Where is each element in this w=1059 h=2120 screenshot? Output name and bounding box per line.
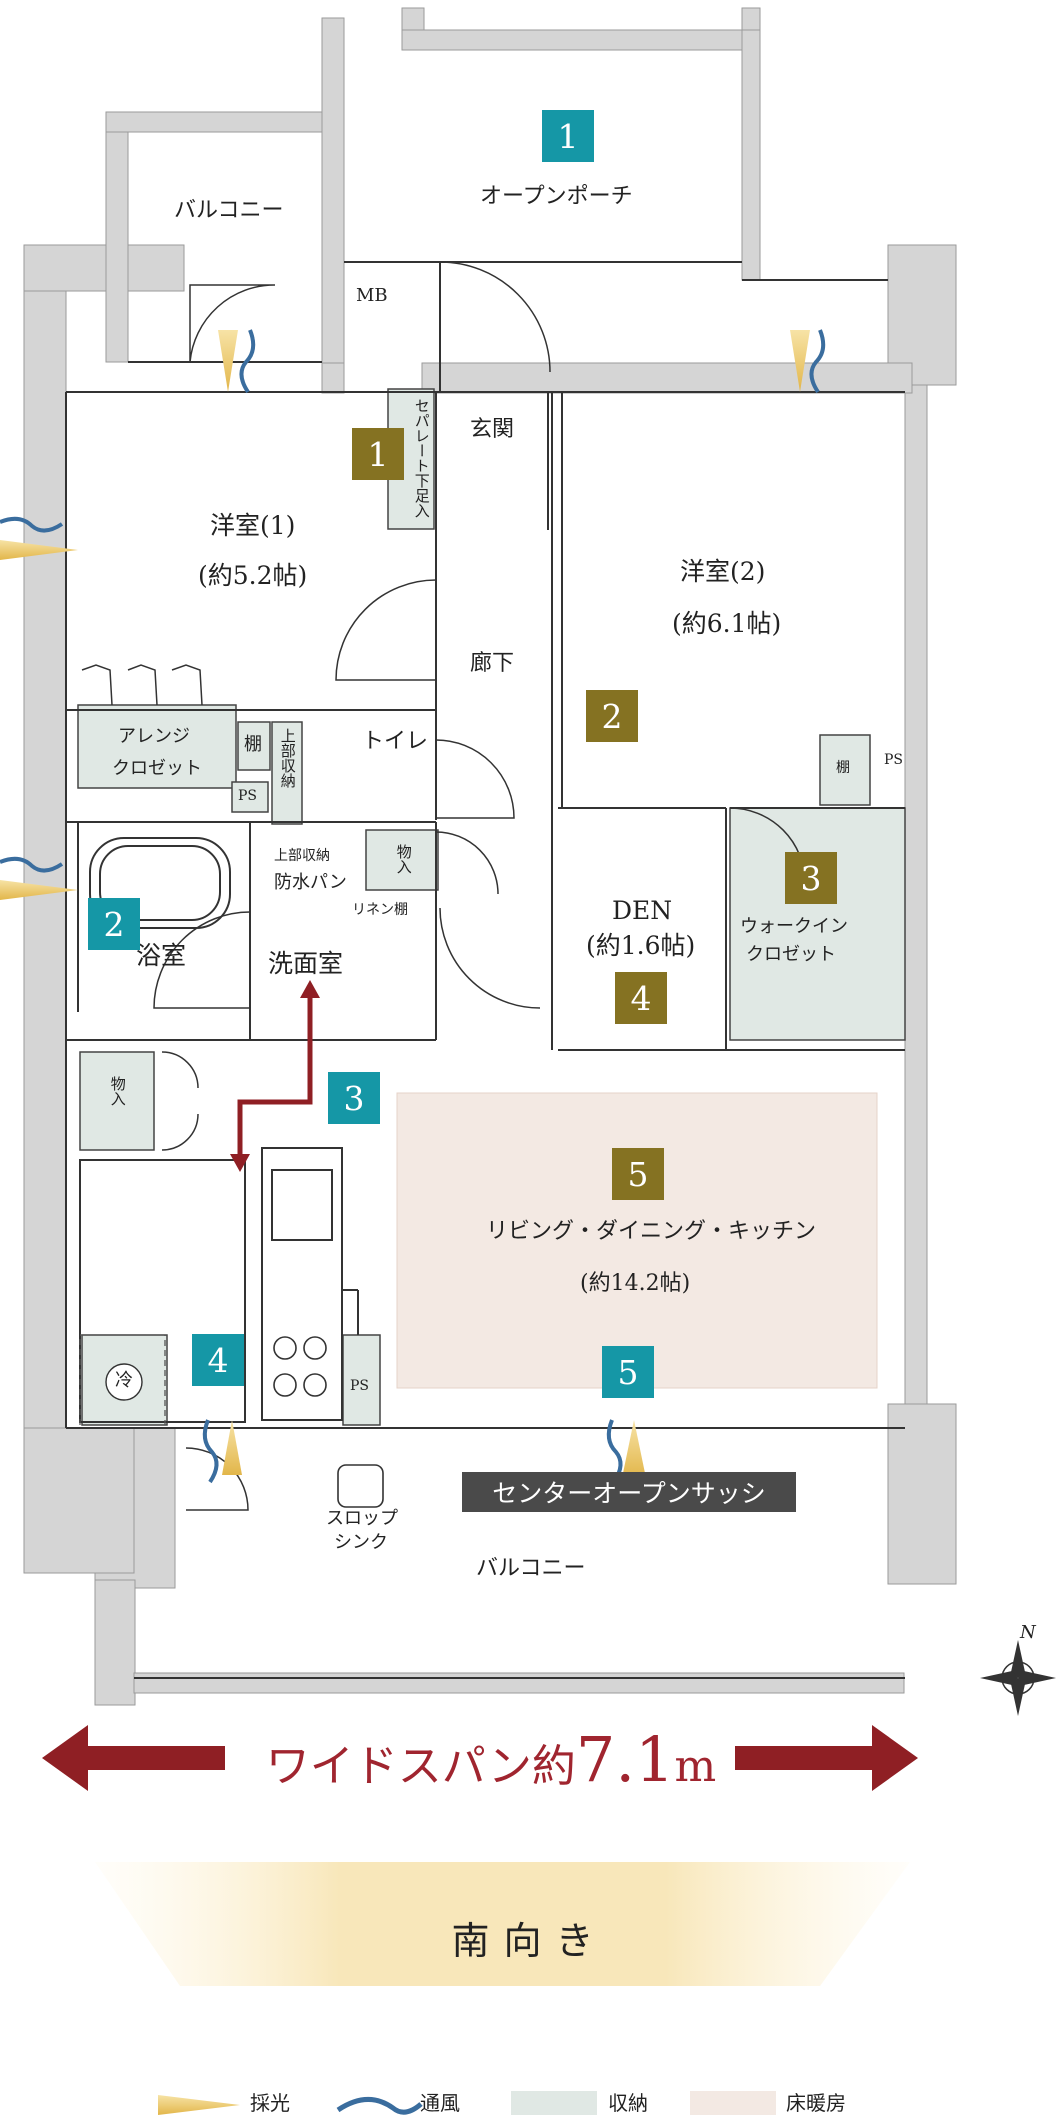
entrance-label: 玄関	[470, 417, 515, 442]
linen-shelf-label: リネン棚	[352, 902, 408, 918]
ldk-size: (約14.2帖)	[580, 1271, 691, 1296]
badge-teal-4: 4	[192, 1334, 244, 1386]
wide-span-prefix: ワイドスパン約	[265, 1741, 576, 1792]
storage-label-2: 物入	[108, 1076, 127, 1106]
fridge-circle	[105, 1363, 143, 1401]
ldk-name: リビング・ダイニング・キッチン	[486, 1219, 817, 1244]
toilet-label: トイレ	[362, 729, 429, 754]
badge-teal-3: 3	[328, 1072, 380, 1124]
mb-label: MB	[356, 285, 388, 306]
shelf-label-2: 棚	[836, 760, 850, 776]
bath-label: 浴室	[136, 941, 187, 970]
storage-label-1: 物入	[394, 844, 413, 874]
western-room-1-size: (約5.2帖)	[198, 561, 308, 590]
upper-storage-label: 上部収納	[278, 728, 297, 788]
legend-daylight: 採光	[250, 2091, 290, 2115]
badge-teal-1: 1	[542, 110, 594, 162]
ps-label-2: PS	[884, 752, 904, 768]
compass-north-label: N	[1020, 1622, 1036, 1643]
washroom-label: 洗面室	[268, 949, 344, 978]
arrange-closet-label-1: アレンジ	[118, 726, 190, 747]
wide-span-value: 7.1	[575, 1723, 675, 1796]
badge-teal-5: 5	[602, 1346, 654, 1398]
western-room-2-size: (約6.1帖)	[672, 609, 782, 638]
balcony-bottom-label: バルコニー	[476, 1556, 586, 1581]
slop-sink-shape	[337, 1464, 384, 1508]
center-open-sash-label: センターオープンサッシ	[462, 1472, 796, 1512]
fridge-label: 冷	[115, 1370, 133, 1391]
legend-floor-heating: 床暖房	[786, 2091, 846, 2115]
badge-olive-5: 5	[612, 1148, 664, 1200]
arrange-closet-label-2: クロゼット	[112, 758, 202, 779]
den-name: DEN	[612, 896, 673, 925]
walls	[23, 7, 957, 1706]
shelf-label-1: 棚	[244, 734, 262, 755]
western-room-1-name: 洋室(1)	[210, 511, 296, 540]
storage-fills	[77, 388, 906, 1426]
stove	[273, 1336, 327, 1397]
ps-label-1: PS	[238, 788, 258, 804]
fridge-outline	[79, 1334, 166, 1426]
open-porch-label: オープンポーチ	[480, 184, 633, 209]
wide-span-unit: m	[674, 1741, 717, 1792]
wide-span-text: ワイドスパン約7.1m	[246, 1723, 736, 1796]
legend-storage: 収納	[608, 2091, 648, 2115]
badge-olive-1: 1	[352, 428, 404, 480]
wind-indicators	[0, 329, 826, 1484]
legend-icons	[158, 2091, 776, 2115]
upper-storage-wash-label: 上部収納	[274, 848, 330, 864]
walkin-closet-label-1: ウォークイン	[740, 916, 848, 937]
badge-teal-2: 2	[88, 898, 140, 950]
waterproof-pan-label: 防水パン	[274, 872, 347, 893]
ps-label-3: PS	[350, 1378, 370, 1394]
slop-sink-label-1: スロップ	[326, 1508, 398, 1529]
badge-olive-3: 3	[785, 852, 837, 904]
compass	[980, 1640, 1056, 1716]
floor-heating-area	[396, 1092, 878, 1389]
light-indicators	[0, 330, 810, 1478]
corridor-label: 廊下	[470, 651, 515, 676]
wide-span-arrows	[42, 1725, 918, 1791]
balcony-top-label: バルコニー	[174, 198, 284, 223]
south-orientation-label: 南向き	[451, 1919, 608, 1963]
separate-closet-label: セパレート下足入	[412, 398, 431, 518]
slop-sink-label-2: シンク	[334, 1532, 388, 1553]
badge-olive-2: 2	[586, 690, 638, 742]
western-room-2-name: 洋室(2)	[680, 557, 766, 586]
legend-ventilation: 通風	[420, 2091, 460, 2115]
walkin-closet-label-2: クロゼット	[746, 944, 836, 965]
south-sun-shape	[95, 1862, 910, 1986]
den-size: (約1.6帖)	[586, 931, 696, 960]
door-swings	[81, 261, 806, 1511]
wash-route-arrow	[237, 998, 313, 1158]
bathtub-shape	[89, 837, 231, 929]
badge-olive-4: 4	[615, 972, 667, 1024]
